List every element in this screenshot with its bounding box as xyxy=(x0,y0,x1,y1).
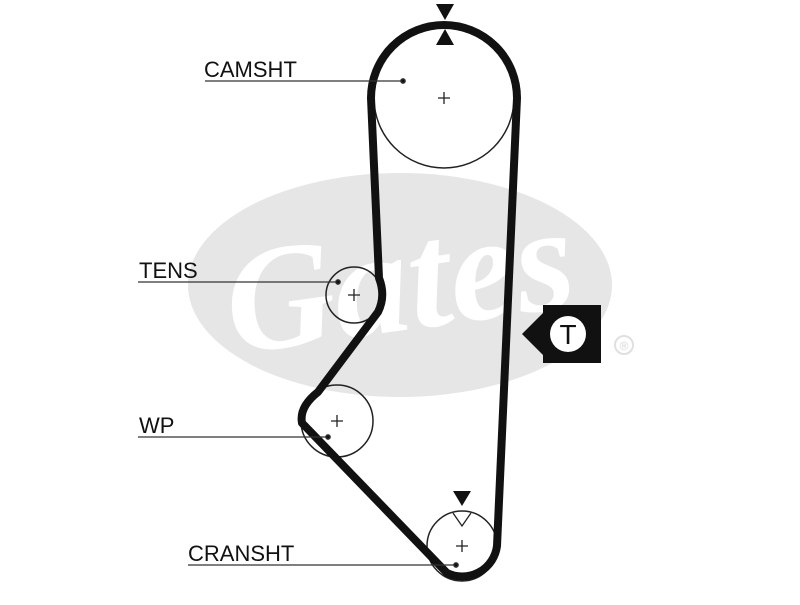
timing-belt xyxy=(297,21,521,581)
water-pump-center-mark xyxy=(331,415,343,427)
crankshaft-notch xyxy=(452,512,472,528)
camshaft-label: CAMSHT xyxy=(204,57,297,82)
crankshaft-center-mark xyxy=(456,540,468,552)
camshaft-timing-mark-bottom xyxy=(436,29,454,45)
crankshaft-leader-dot xyxy=(453,562,459,568)
tensioner-leader-dot xyxy=(335,279,341,285)
tensioner-label: TENS xyxy=(139,258,198,283)
gates-watermark: Gates ® xyxy=(188,173,634,397)
camshaft-leader-dot xyxy=(400,78,406,84)
tensioner-center-mark xyxy=(348,289,360,301)
pulley-centers xyxy=(331,92,468,552)
watermark-registered-mark: ® xyxy=(620,339,629,353)
tension-badge: T xyxy=(522,305,601,363)
camshaft-center-mark xyxy=(438,92,450,104)
water-pump-leader-dot xyxy=(325,434,331,440)
watermark-registered-circle xyxy=(614,335,634,355)
tension-badge-letter: T xyxy=(559,319,576,350)
crankshaft-label: CRANSHT xyxy=(188,541,294,566)
leader-lines xyxy=(138,78,459,568)
camshaft-timing-mark-top xyxy=(436,4,454,20)
timing-marks xyxy=(436,4,472,528)
tension-badge-circle xyxy=(550,316,586,352)
crankshaft-timing-mark xyxy=(453,491,471,506)
water-pump-label: WP xyxy=(139,413,174,438)
